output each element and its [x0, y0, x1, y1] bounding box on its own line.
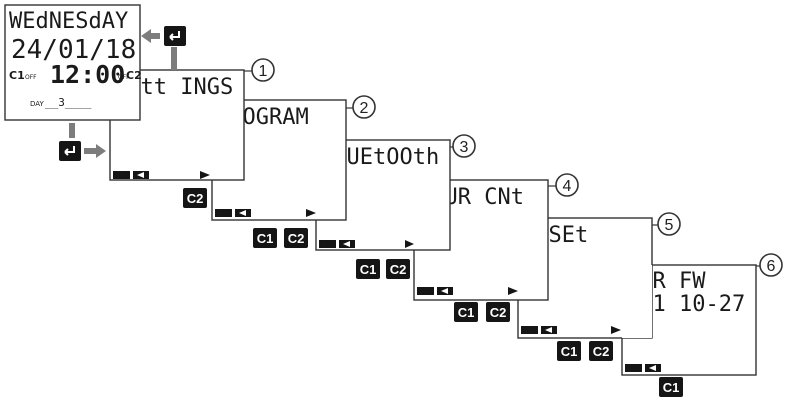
svg-text:5: 5 [665, 217, 674, 234]
esc-key [215, 209, 232, 217]
right-arrow-icon [200, 171, 210, 179]
step-number-2 [352, 95, 376, 119]
step-number-5 [657, 212, 681, 236]
step-4: 4 [548, 173, 579, 197]
buttons-screen-3: C1 C2 [356, 259, 410, 279]
esc-label: ESC [322, 243, 333, 249]
right-arrow-icon [508, 287, 518, 295]
step-number-3 [452, 134, 476, 158]
left-arrow-icon [239, 210, 246, 216]
svg-text:C2: C2 [593, 344, 610, 359]
arrow-right-icon [84, 144, 106, 158]
svg-text:C2: C2 [187, 191, 204, 206]
svg-text:C1: C1 [360, 262, 377, 277]
step-1: 1 [244, 58, 275, 82]
step-6: 6 [756, 253, 783, 277]
c1-button-icon [356, 259, 380, 279]
left-arrow-icon [649, 365, 656, 371]
c1-button-icon [659, 377, 683, 397]
step-number-6 [759, 253, 783, 277]
esc-label: ESC [628, 367, 639, 373]
svg-text:6: 6 [767, 258, 776, 275]
main-c2: C2 [126, 69, 142, 82]
esc-label: ESC [218, 212, 229, 218]
left-arrow-icon [137, 172, 144, 178]
enter-right-path [59, 123, 106, 161]
step-5: 5 [652, 212, 681, 236]
svg-text:C2: C2 [390, 262, 407, 277]
main-c2-state: OFF [118, 74, 130, 81]
c2-button-icon [284, 228, 308, 248]
esc-label: ESC [116, 174, 127, 180]
esc-key [521, 326, 538, 334]
svg-text:3: 3 [460, 139, 469, 156]
c2-button-icon [589, 341, 613, 361]
main-day: WEdNESdAY [9, 9, 128, 34]
svg-text:C2: C2 [490, 305, 507, 320]
esc-key [625, 364, 642, 372]
esc-key [113, 171, 130, 179]
buttons-screen-4: C1 C2 [454, 302, 510, 322]
main-date: 24/01/18 [11, 35, 136, 65]
main-day-value: __3____ [45, 96, 92, 109]
c1-button-icon [253, 228, 277, 248]
buttons-screen-1: C2 [183, 188, 207, 208]
svg-text:C1: C1 [257, 231, 274, 246]
svg-text:C1: C1 [458, 305, 475, 320]
svg-text:1: 1 [259, 63, 268, 80]
right-arrow-icon [405, 240, 414, 248]
main-c1: C1 [9, 69, 25, 82]
esc-label: ESC [420, 290, 431, 296]
esc-key [417, 287, 434, 295]
step-number-4 [555, 173, 579, 197]
left-arrow-icon [545, 327, 552, 333]
main-display-frame [4, 4, 141, 121]
left-arrow-icon [441, 288, 448, 294]
step-number-1 [251, 58, 275, 82]
left-arrow-icon [343, 241, 350, 247]
c2-button-icon [386, 259, 410, 279]
step-3: 3 [450, 134, 476, 158]
enter-left-path [141, 26, 186, 70]
arrow-left-icon [141, 29, 160, 43]
c1-button-icon [557, 341, 581, 361]
esc-key [319, 240, 336, 248]
c2-button-icon [183, 188, 207, 208]
buttons-screen-5: C1 C2 [557, 341, 613, 361]
main-c1-state: OFF [25, 74, 37, 81]
svg-text:2: 2 [360, 100, 369, 117]
main-display: WEdNESdAY 24/01/18 C1 OFF 12:00 OFF C2 D… [4, 4, 142, 121]
step-2: 2 [346, 95, 376, 119]
buttons-screen-6: C1 [659, 377, 683, 397]
svg-text:C2: C2 [288, 231, 305, 246]
buttons-screen-2: C1 C2 [253, 228, 308, 248]
c2-button-icon [486, 302, 510, 322]
right-arrow-icon [306, 209, 316, 217]
right-arrow-icon [611, 326, 621, 334]
main-day-label: DAY [30, 100, 45, 108]
svg-text:4: 4 [563, 178, 572, 195]
esc-label: ESC [524, 329, 535, 335]
svg-text:C1: C1 [663, 380, 680, 395]
svg-text:C1: C1 [561, 344, 578, 359]
main-time: 12:00 [50, 60, 125, 89]
c1-button-icon [454, 302, 478, 322]
